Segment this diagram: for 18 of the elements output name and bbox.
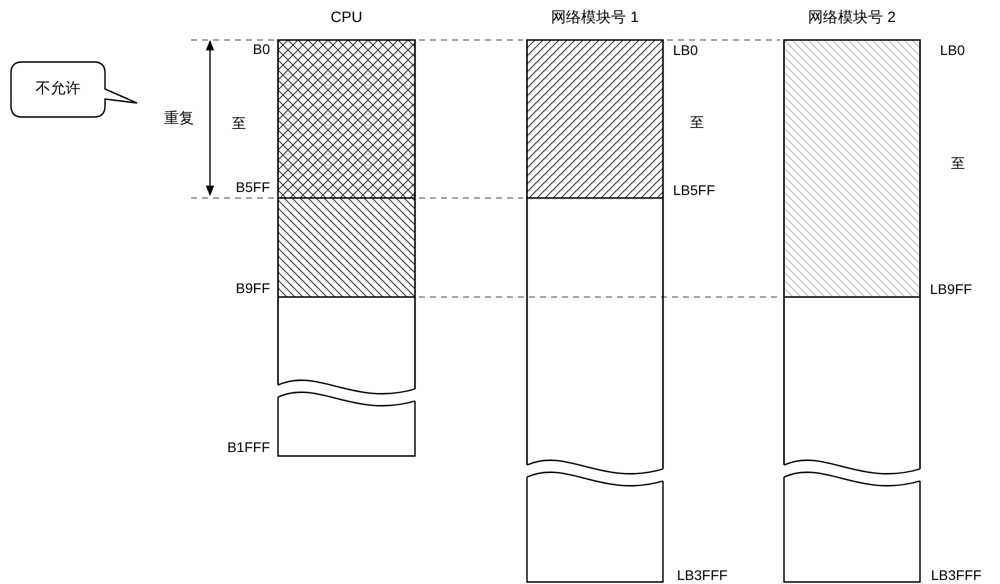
- address-label: LB5FF: [673, 181, 716, 199]
- column-heading: 网络模块号 2: [807, 8, 897, 28]
- address-label: LB0: [673, 41, 698, 59]
- address-label: LB3FFF: [677, 566, 728, 584]
- address-label: 至: [232, 114, 246, 132]
- column-heading: 网络模块号 1: [550, 8, 640, 28]
- address-label: LB0: [940, 41, 965, 59]
- address-label: LB3FFF: [931, 566, 982, 584]
- address-label: LB9FF: [930, 280, 972, 298]
- column-heading: CPU: [330, 8, 364, 28]
- address-label: 至: [690, 113, 704, 131]
- address-label: B0: [252, 40, 270, 58]
- speech-bubble: 不允许: [10, 61, 138, 119]
- address-label: B5FF: [236, 178, 270, 196]
- address-label: B1FFF: [227, 438, 270, 456]
- range-label: 重复: [164, 109, 194, 129]
- address-label: B9FF: [236, 279, 270, 297]
- address-label: 至: [951, 154, 965, 172]
